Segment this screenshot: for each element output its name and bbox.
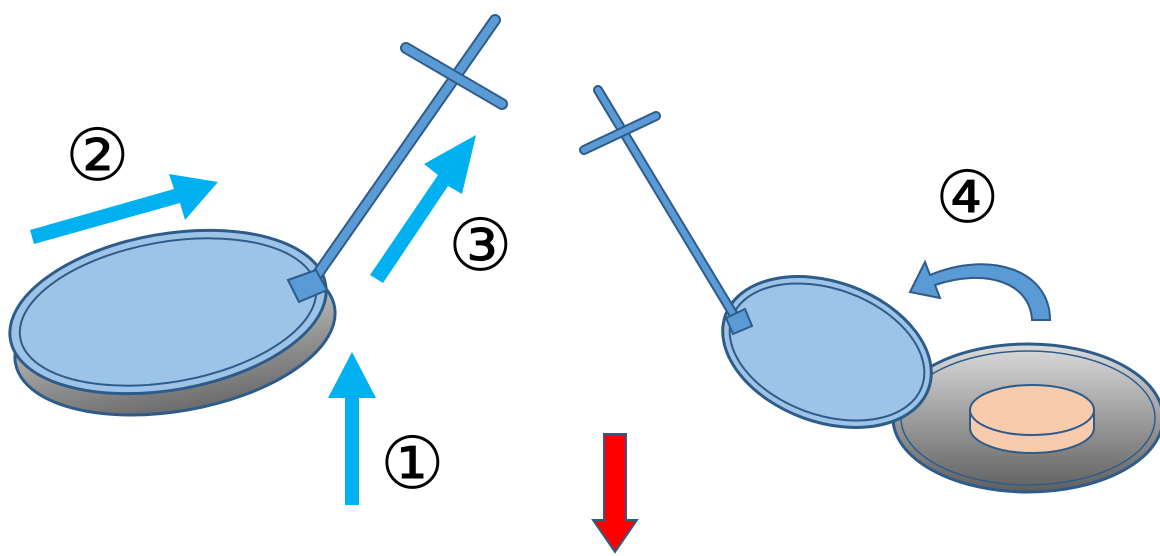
arrow-step-3: [370, 135, 476, 283]
left-lifting-tool: [286, 14, 508, 304]
right-dish-assembly: [579, 85, 1160, 494]
left-dish-assembly: [8, 14, 508, 417]
arrow-step-2: [30, 174, 218, 244]
step-4-label: ④: [935, 155, 1000, 239]
step-1-label: ①: [380, 421, 445, 505]
step-2-label: ②: [65, 113, 130, 197]
sample-disc: [969, 384, 1095, 454]
arrow-step-1: [328, 352, 376, 505]
step-3-label: ③: [448, 203, 513, 287]
right-dish-lid: [721, 275, 933, 429]
down-arrow-icon: [591, 433, 639, 554]
right-lifting-tool: [579, 85, 754, 336]
rotate-arrow-icon: [908, 259, 1052, 321]
